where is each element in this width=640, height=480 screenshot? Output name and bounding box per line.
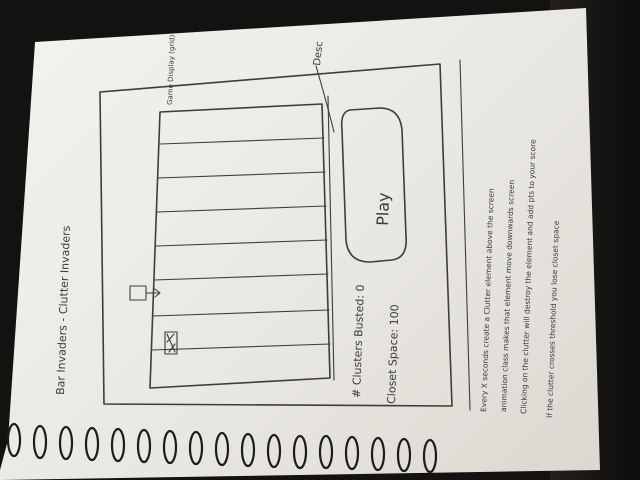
play-button[interactable] <box>340 107 408 263</box>
stat-closet-space: Closet Space: 100 <box>385 304 401 404</box>
note-3: Clicking on the clutter will destroy the… <box>519 139 538 414</box>
grid-row-lines <box>151 137 331 351</box>
stat-clusters-busted: # Clusters Busted: 0 <box>350 284 367 398</box>
desc-pointer <box>315 65 335 133</box>
note-4: If the clutter crosses threshold you los… <box>545 220 561 418</box>
sketch-title: Bar Invaders - Clutter Invaders <box>54 225 73 395</box>
game-display-grid <box>149 103 331 389</box>
clutter-element <box>129 285 161 301</box>
notes-divider <box>459 59 471 411</box>
desc-divider <box>327 95 335 381</box>
label-desc: Desc <box>312 41 326 67</box>
outer-frame <box>99 63 453 407</box>
play-button-label[interactable]: Play <box>373 192 393 226</box>
note-2: animation class makes that element move … <box>499 180 516 413</box>
label-game-display: Game Display (grid) <box>166 34 176 105</box>
note-1: Every X seconds create a Clutter element… <box>479 188 496 412</box>
spiral-binding <box>6 422 438 474</box>
threshold-marker <box>164 331 178 355</box>
